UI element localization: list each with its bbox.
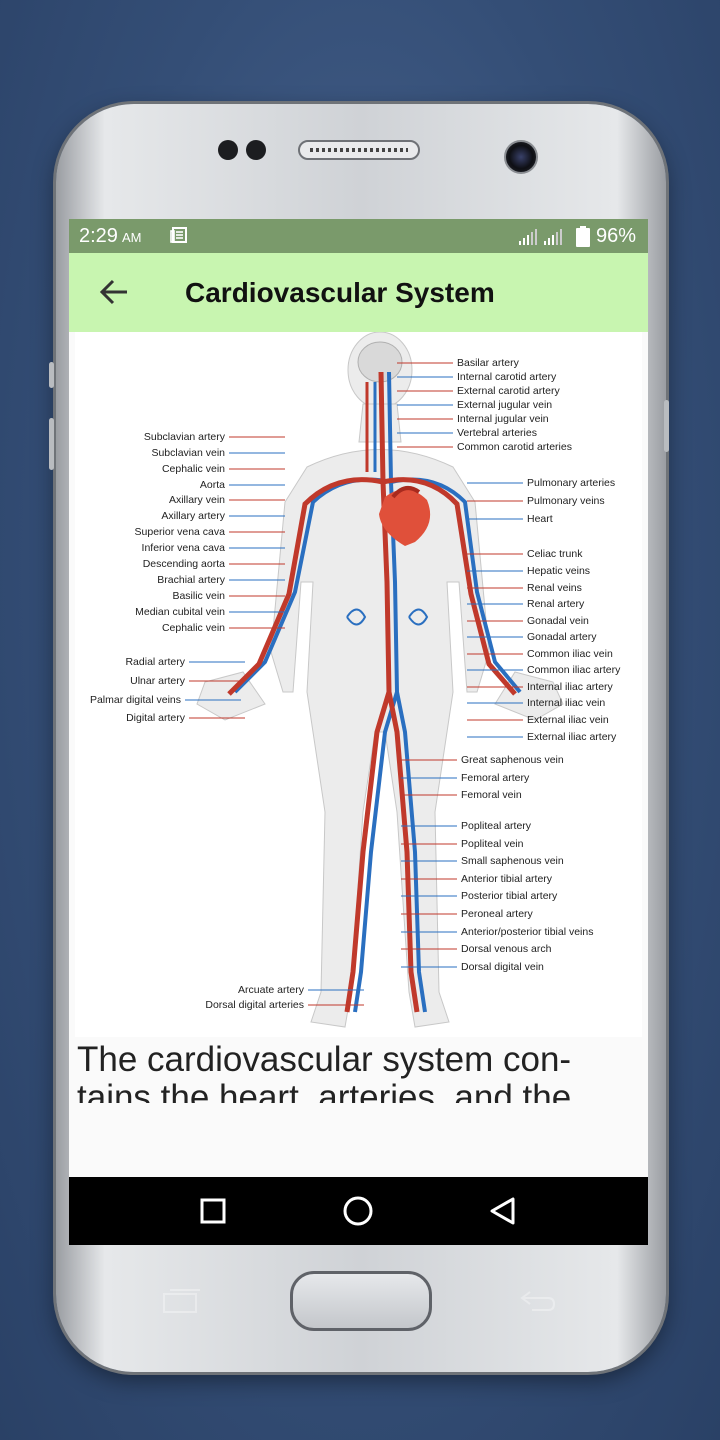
diagram-label-right-23: Femoral artery bbox=[461, 772, 530, 784]
diagram-label-right-32: Dorsal venous arch bbox=[461, 943, 552, 955]
arteries bbox=[227, 371, 517, 1013]
diagram-label-right-17: Common iliac artery bbox=[527, 664, 621, 676]
volume-button bbox=[49, 362, 54, 388]
diagram-label-left-16: Digital artery bbox=[126, 712, 186, 724]
diagram-label-right-12: Renal veins bbox=[527, 582, 582, 594]
heart-illustration bbox=[379, 486, 431, 546]
diagram-label-right-7: Pulmonary arteries bbox=[527, 477, 615, 489]
diagram-label-right-22: Great saphenous vein bbox=[461, 754, 564, 766]
diagram-label-right-21: External iliac artery bbox=[527, 731, 617, 743]
kidneys-illustration bbox=[346, 608, 429, 626]
diagram-label-left-13: Radial artery bbox=[125, 656, 185, 668]
diagram-label-right-19: Internal iliac vein bbox=[527, 697, 605, 709]
arrow-back-icon[interactable] bbox=[99, 279, 129, 305]
diagram-label-right-3: External jugular vein bbox=[457, 399, 552, 411]
diagram-label-left-4: Axillary vein bbox=[169, 494, 225, 506]
battery-icon bbox=[576, 226, 590, 247]
diagram-label-left-6: Superior vena cava bbox=[135, 526, 226, 538]
front-camera bbox=[504, 140, 538, 174]
diagram-label-right-26: Popliteal vein bbox=[461, 838, 524, 850]
recents-square-icon[interactable] bbox=[197, 1195, 229, 1227]
hardware-home-button[interactable] bbox=[290, 1271, 432, 1331]
side-button bbox=[49, 418, 54, 470]
diagram-label-left-2: Cephalic vein bbox=[162, 463, 225, 475]
diagram-label-right-4: Internal jugular vein bbox=[457, 413, 549, 425]
status-time-value: 2:29 bbox=[79, 225, 118, 247]
signal-icon bbox=[544, 229, 562, 245]
diagram-label-left-18: Dorsal digital arteries bbox=[205, 999, 304, 1011]
diagram-label-left-11: Median cubital vein bbox=[135, 606, 225, 618]
article-text: The cardiovascular system con-tains the … bbox=[77, 1041, 572, 1103]
diagram-label-right-13: Renal artery bbox=[527, 598, 585, 610]
navigation-bar bbox=[69, 1177, 648, 1245]
diagram-label-right-10: Celiac trunk bbox=[527, 548, 583, 560]
diagram-label-right-1: Internal carotid artery bbox=[457, 371, 557, 383]
diagram-label-left-1: Subclavian vein bbox=[151, 447, 225, 459]
diagram-label-right-11: Hepatic veins bbox=[527, 565, 590, 577]
diagram-label-left-5: Axillary artery bbox=[161, 510, 225, 522]
diagram-label-left-17: Arcuate artery bbox=[238, 984, 305, 996]
diagram-label-left-7: Inferior vena cava bbox=[142, 542, 226, 554]
earpiece-speaker bbox=[298, 140, 420, 160]
diagram-label-right-18: Internal iliac artery bbox=[527, 681, 614, 693]
diagram-label-left-15: Palmar digital veins bbox=[90, 694, 181, 706]
diagram-label-right-16: Common iliac vein bbox=[527, 648, 613, 660]
diagram-label-right-28: Anterior tibial artery bbox=[461, 873, 553, 885]
diagram-label-left-9: Brachial artery bbox=[157, 574, 225, 586]
diagram-label-right-20: External iliac vein bbox=[527, 714, 609, 726]
label-leader-lines bbox=[185, 362, 523, 1006]
diagram-label-right-14: Gonadal vein bbox=[527, 615, 589, 627]
diagram-label-right-6: Common carotid arteries bbox=[457, 441, 572, 453]
diagram-label-right-33: Dorsal digital vein bbox=[461, 961, 544, 973]
diagram-label-left-14: Ulnar artery bbox=[130, 675, 186, 687]
diagram-label-right-9: Heart bbox=[527, 513, 553, 525]
diagram-label-right-0: Basilar artery bbox=[457, 357, 520, 369]
home-circle-icon[interactable] bbox=[342, 1195, 374, 1227]
signal-icon bbox=[519, 229, 537, 245]
battery-percent: 96% bbox=[596, 225, 637, 247]
diagram-label-right-2: External carotid artery bbox=[457, 385, 560, 397]
diagram-label-right-5: Vertebral arteries bbox=[457, 427, 537, 439]
diagram-label-right-8: Pulmonary veins bbox=[527, 495, 605, 507]
diagram-label-right-15: Gonadal artery bbox=[527, 631, 597, 643]
notification-news-icon bbox=[170, 227, 187, 243]
page-title: Cardiovascular System bbox=[185, 277, 495, 308]
diagram-label-right-24: Femoral vein bbox=[461, 789, 522, 801]
diagram-label-left-8: Descending aorta bbox=[143, 558, 225, 570]
status-ampm: AM bbox=[121, 230, 142, 245]
diagram-label-right-31: Anterior/posterior tibial veins bbox=[461, 926, 593, 938]
diagram-label-right-30: Peroneal artery bbox=[461, 908, 534, 920]
hardware-recents-icon bbox=[163, 1289, 200, 1313]
back-triangle-icon[interactable] bbox=[487, 1195, 519, 1227]
power-button bbox=[664, 400, 669, 452]
diagram-label-right-29: Posterior tibial artery bbox=[461, 890, 558, 902]
app-bar: Cardiovascular System bbox=[69, 253, 648, 332]
sensor-dot bbox=[218, 140, 238, 160]
diagram-label-right-27: Small saphenous vein bbox=[461, 855, 564, 867]
diagram-label-left-10: Basilic vein bbox=[172, 590, 225, 602]
hardware-back-icon bbox=[520, 1291, 556, 1311]
diagram-label-right-25: Popliteal artery bbox=[461, 820, 532, 832]
diagram-label-left-12: Cephalic vein bbox=[162, 622, 225, 634]
diagram-label-left-3: Aorta bbox=[200, 479, 225, 491]
sensor-dot bbox=[246, 140, 266, 160]
diagram-label-left-0: Subclavian artery bbox=[144, 431, 226, 443]
